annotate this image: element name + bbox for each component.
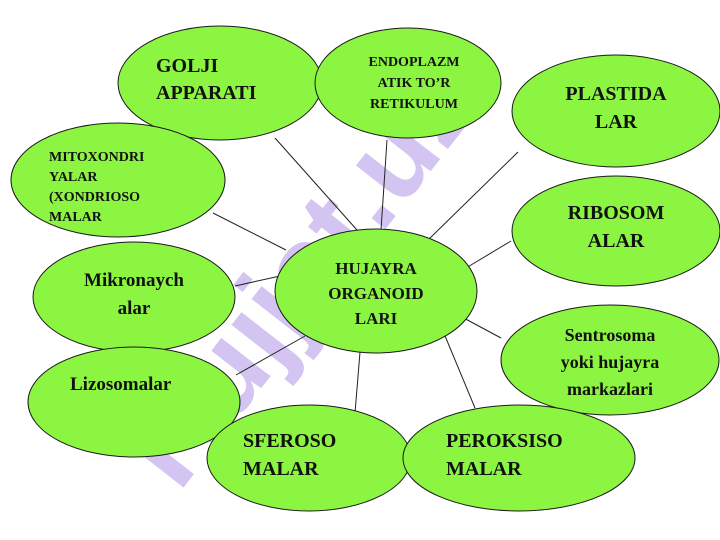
connector-line xyxy=(442,330,476,409)
node-peroksiso: PEROKSISO MALAR xyxy=(402,404,636,512)
node-label-line: MALAR xyxy=(446,458,522,480)
node-label-line: alar xyxy=(118,298,151,319)
node-label-line: APPARATI xyxy=(156,82,257,104)
node-label-line: PEROKSISO xyxy=(446,430,563,452)
node-lizosoma: Lizosomalar xyxy=(27,346,241,458)
connectors xyxy=(212,137,519,414)
node-ellipse xyxy=(27,346,241,458)
node-sentrosoma: Sentrosoma yoki hujayra markazlari xyxy=(500,304,720,416)
connector-line xyxy=(465,240,512,269)
node-label-line: LARI xyxy=(355,309,398,328)
node-label-line: Lizosomalar xyxy=(70,374,172,395)
node-ellipse xyxy=(10,122,226,238)
node-label-line: Mikronaych xyxy=(84,270,184,291)
node-label-line: YALAR xyxy=(49,170,98,185)
node-label-line: (XONDRIOSO xyxy=(49,190,140,205)
node-ellipse xyxy=(274,228,478,354)
connector-line xyxy=(459,315,502,339)
node-ellipse xyxy=(314,27,502,139)
node-golji: GOLJI APPARATI xyxy=(117,25,323,141)
node-label-line: MALAR xyxy=(243,458,319,480)
node-label-line: RETIKULUM xyxy=(370,97,458,112)
node-sferoso: SFEROSO MALAR xyxy=(206,404,412,512)
node-plastida: PLASTIDA LAR xyxy=(511,54,720,168)
node-label-line: MALAR xyxy=(49,210,103,225)
connector-line xyxy=(427,151,519,241)
node-ellipse xyxy=(32,241,236,353)
node-label-line: PLASTIDA xyxy=(565,83,667,105)
node-ribosom: RIBOSOM ALAR xyxy=(511,175,720,287)
node-endoplazm: ENDOPLAZM ATIK TO’R RETIKULUM xyxy=(314,27,502,139)
node-label-line: ALAR xyxy=(588,230,645,252)
node-mikronay: Mikronaych alar xyxy=(32,241,236,353)
node-label-line: yoki hujayra xyxy=(561,352,660,372)
node-mitoxondri: MITOXONDRI YALAR (XONDRIOSO MALAR xyxy=(10,122,226,238)
node-ellipse xyxy=(511,54,720,168)
node-label-line: MITOXONDRI xyxy=(49,150,144,165)
node-ellipse xyxy=(402,404,636,512)
node-ellipse xyxy=(511,175,720,287)
connector-line xyxy=(235,335,306,376)
connector-line xyxy=(274,137,358,231)
node-label-line: RIBOSOM xyxy=(568,202,665,224)
node-label-line: Sentrosoma xyxy=(565,325,656,345)
node-label-line: GOLJI xyxy=(156,55,218,77)
node-label-line: ATIK TO’R xyxy=(378,76,452,91)
node-center-hujayra-organoidlari: HUJAYRA ORGANOID LARI xyxy=(274,228,478,354)
node-ellipse xyxy=(500,304,720,416)
node-label-line: markazlari xyxy=(567,379,653,399)
node-label-line: ORGANOID xyxy=(328,284,423,303)
nodes: GOLJI APPARATI ENDOPLAZM ATIK TO’R RETIKULUM… xyxy=(10,25,720,512)
node-label-line: SFEROSO xyxy=(243,430,336,452)
connector-line xyxy=(212,212,287,251)
node-label-line: ENDOPLAZM xyxy=(369,55,460,70)
connector-line xyxy=(234,275,281,287)
connector-line xyxy=(380,139,388,231)
node-label-line: HUJAYRA xyxy=(335,259,417,278)
node-label-line: LAR xyxy=(595,111,638,133)
connector-line xyxy=(354,351,361,414)
